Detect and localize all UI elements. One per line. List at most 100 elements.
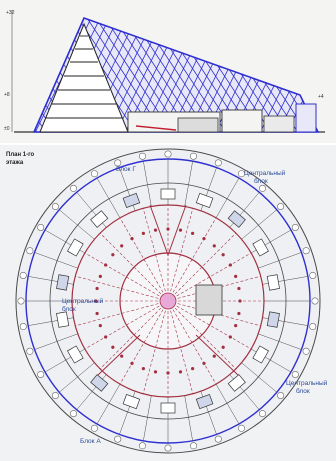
axis-marker <box>258 184 266 192</box>
column-marker <box>191 231 195 235</box>
axis-marker <box>291 224 299 232</box>
radial-axis-line <box>59 362 95 393</box>
room-block <box>227 210 246 228</box>
axis-marker <box>26 347 34 355</box>
column-marker <box>104 335 108 339</box>
radial-axis-line <box>34 252 78 269</box>
roof-lattice-line <box>317 18 318 132</box>
column-marker <box>228 263 232 267</box>
radial-axis-line <box>215 177 240 218</box>
axis-marker <box>138 152 146 160</box>
axis-marker <box>309 323 317 331</box>
roof-lattice-line <box>34 18 38 132</box>
central-spoke <box>142 208 166 292</box>
room-block <box>160 188 176 200</box>
column-marker <box>234 274 238 278</box>
column-marker <box>178 228 183 232</box>
central-spoke <box>172 217 217 293</box>
axis-marker <box>138 442 146 450</box>
column-marker <box>202 237 206 241</box>
column-marker <box>111 253 115 257</box>
room-blocks <box>56 188 280 414</box>
column-marker <box>212 354 216 358</box>
column-marker <box>212 244 216 248</box>
central-spoke <box>99 232 162 295</box>
roof-lattice-line <box>34 18 36 132</box>
column-marker <box>94 299 98 303</box>
central-spoke <box>99 307 162 370</box>
column-marker <box>153 228 158 232</box>
southwest-corridor <box>97 334 141 376</box>
column-marker <box>153 370 158 374</box>
pyramid-floors <box>46 35 122 119</box>
plan-title-line2: этажа <box>6 160 24 166</box>
radial-axis-line <box>184 161 193 207</box>
axis-marker <box>291 371 299 379</box>
axis-marker <box>311 297 319 305</box>
radial-axis-line <box>241 362 277 393</box>
radial-axis-line <box>241 209 277 240</box>
label-central-left-2: блок <box>62 305 76 313</box>
section-drawing-panel: +32 +8 ±0 +4 <box>0 0 336 143</box>
label-block-a: Блок А <box>80 438 101 445</box>
axis-marker <box>164 150 172 158</box>
room-block <box>90 210 109 228</box>
column-marker <box>104 263 108 267</box>
column-marker <box>166 227 170 231</box>
axis-marker <box>302 347 310 355</box>
room-block <box>266 274 280 291</box>
central-spoke <box>75 275 159 299</box>
room-block <box>266 311 280 328</box>
radial-axis-line <box>258 252 302 269</box>
room-block <box>195 394 214 410</box>
axis-marker <box>277 203 285 211</box>
central-spoke <box>119 217 164 293</box>
central-spoke <box>75 303 159 327</box>
radial-axis-line <box>59 209 95 240</box>
southeast-corridor <box>195 334 239 376</box>
axis-marker <box>309 271 317 279</box>
column-marker <box>120 244 124 248</box>
column-marker <box>98 274 102 278</box>
axis-marker <box>91 424 99 432</box>
axis-marker <box>190 442 198 450</box>
axis-markers <box>17 150 319 452</box>
room-block <box>67 345 84 364</box>
axis-marker <box>190 152 198 160</box>
room-block <box>227 374 246 392</box>
roof-lattice-line <box>327 0 336 143</box>
plan-geometry <box>15 148 321 454</box>
room-block <box>67 238 84 257</box>
axis-marker <box>302 247 310 255</box>
central-spoke <box>142 310 166 394</box>
axis-marker <box>70 184 78 192</box>
central-spoke <box>119 309 164 385</box>
column-marker <box>111 345 115 349</box>
radial-axis-line <box>143 161 152 207</box>
radial-axis-line <box>96 177 121 218</box>
basement-block <box>177 117 219 133</box>
room-block <box>252 238 269 257</box>
column-marker <box>221 253 225 257</box>
radial-axis-line <box>34 333 78 350</box>
column-marker <box>191 367 195 371</box>
central-spoke <box>170 208 194 292</box>
label-central-right-1: Центральный <box>286 379 328 387</box>
roof-lattice-line <box>0 0 28 143</box>
right-tower <box>295 103 317 133</box>
room-block <box>90 374 109 392</box>
room-block <box>56 311 70 328</box>
column-marker <box>141 231 145 235</box>
right-annex <box>263 115 295 133</box>
radial-axis-line <box>258 333 302 350</box>
axis-marker <box>114 435 122 443</box>
plan-title-line1: План 1-го <box>6 152 35 158</box>
north-corridor <box>149 204 187 257</box>
column-marker <box>130 361 134 365</box>
roof-lattice-line <box>0 0 19 143</box>
room-block <box>160 402 176 414</box>
room-block <box>122 192 141 208</box>
axis-marker <box>37 371 45 379</box>
stair-core <box>195 284 223 316</box>
room-block <box>122 394 141 410</box>
